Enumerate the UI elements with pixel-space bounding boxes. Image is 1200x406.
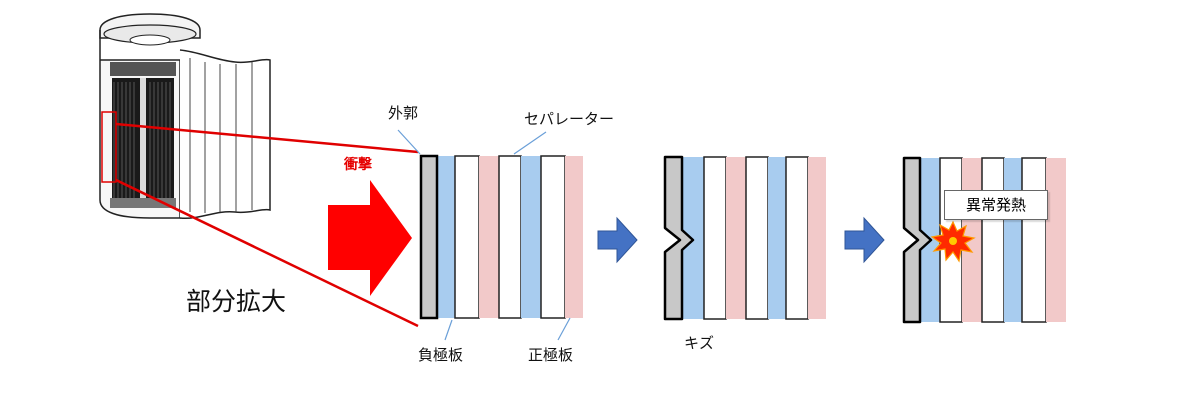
magnification-lines — [115, 122, 419, 328]
impact-arrow — [328, 180, 412, 296]
battery-cutaway-illustration — [99, 13, 271, 219]
outer-case-label: 外郭 — [388, 104, 419, 122]
callout-lines — [397, 129, 571, 341]
outer-case-wall — [419, 154, 439, 320]
dented-case-wall — [663, 155, 695, 321]
step-arrow-2 — [844, 216, 885, 264]
cross-section-heat — [902, 156, 1066, 324]
cross-section-dented — [663, 155, 826, 321]
negative-plate-label: 負極板 — [418, 346, 464, 364]
dented-case-wall-3 — [902, 156, 933, 324]
cross-section-intact — [419, 154, 583, 320]
separator-label: セパレーター — [524, 110, 615, 128]
scratch-label: キズ — [684, 334, 715, 352]
positive-plate-label: 正極板 — [528, 346, 574, 364]
partial-enlargement-label: 部分拡大 — [186, 287, 287, 316]
impact-label: 衝撃 — [344, 157, 372, 173]
abnormal-heat-label: 異常発熱 — [944, 190, 1048, 220]
step-arrow-1 — [597, 216, 638, 264]
